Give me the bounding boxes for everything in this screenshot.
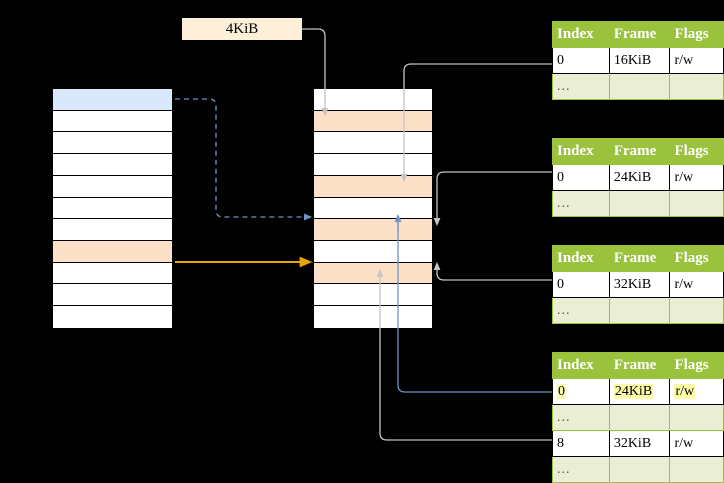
column-header-flags: Flags: [669, 352, 724, 379]
middle-memory-column-cell: [314, 110, 432, 133]
column-header-flags: Flags: [669, 138, 724, 165]
cell-frame: 24KiB: [608, 164, 671, 191]
offset-label-4kib: 4KiB: [182, 18, 302, 40]
left-memory-column-cell: [53, 89, 172, 111]
middle-memory-column-cell: [314, 306, 432, 328]
left-memory-column: [52, 88, 173, 329]
cell-flags: r/w: [669, 430, 724, 457]
middle-memory-column-cell: [314, 175, 432, 198]
cell-index: ...: [552, 190, 610, 217]
cell-frame: 24KiB: [608, 378, 671, 405]
cell-index: 0: [552, 378, 610, 405]
middle-memory-column-cell: [314, 89, 432, 111]
column-header-frame: Frame: [608, 352, 671, 379]
cell-index: 0: [552, 47, 610, 74]
cell-frame: 32KiB: [608, 271, 671, 298]
column-header-frame: Frame: [608, 21, 671, 48]
table-row-ellipsis: ...: [552, 404, 724, 431]
cell-flags: r/w: [669, 47, 724, 74]
cell-frame: [608, 297, 671, 324]
cell-flags: [669, 190, 724, 217]
middle-memory-column-cell: [314, 197, 432, 220]
left-memory-column-cell: [53, 306, 172, 328]
left-memory-column-cell: [53, 197, 172, 220]
left-memory-column-cell: [53, 241, 172, 263]
middle-memory-column-cell: [314, 241, 432, 263]
cell-flags: r/w: [669, 378, 724, 405]
column-header-index: Index: [552, 352, 610, 379]
middle-memory-column-cell: [314, 154, 432, 176]
column-header-frame: Frame: [608, 138, 671, 165]
cell-index: ...: [552, 456, 610, 483]
column-header-index: Index: [552, 21, 610, 48]
left-memory-column-cell: [53, 262, 172, 285]
cell-frame: [608, 404, 671, 431]
column-header-index: Index: [552, 245, 610, 272]
left-memory-column-cell: [53, 219, 172, 242]
left-memory-column-cell: [53, 284, 172, 307]
cell-flags: r/w: [669, 164, 724, 191]
cell-flags: r/w: [669, 271, 724, 298]
middle-memory-column-cell: [314, 262, 432, 285]
middle-memory-column-cell: [314, 284, 432, 307]
left-memory-column-cell: [53, 110, 172, 133]
cell-flags: [669, 404, 724, 431]
table-row-ellipsis: ...: [552, 297, 724, 324]
left-memory-column-cell: [53, 132, 172, 155]
left-memory-column-cell: [53, 154, 172, 176]
cell-frame: [608, 190, 671, 217]
column-header-frame: Frame: [608, 245, 671, 272]
cell-index: ...: [552, 73, 610, 100]
cell-index: ...: [552, 297, 610, 324]
cell-index: 8: [552, 430, 610, 457]
column-header-index: Index: [552, 138, 610, 165]
cell-frame: 16KiB: [608, 47, 671, 74]
cell-index: ...: [552, 404, 610, 431]
table-row-ellipsis: ...: [552, 190, 724, 217]
cell-flags: [669, 297, 724, 324]
cell-flags: [669, 73, 724, 100]
left-memory-column-cell: [53, 175, 172, 198]
cell-frame: [608, 456, 671, 483]
middle-memory-column-cell: [314, 132, 432, 155]
column-header-flags: Flags: [669, 245, 724, 272]
cell-index: 0: [552, 164, 610, 191]
cell-flags: [669, 456, 724, 483]
table-row-ellipsis: ...: [552, 73, 724, 100]
cell-frame: [608, 73, 671, 100]
middle-memory-column-cell: [314, 219, 432, 242]
cell-index: 0: [552, 271, 610, 298]
cell-frame: 32KiB: [608, 430, 671, 457]
table-row-ellipsis: ...: [552, 456, 724, 483]
middle-memory-column: [313, 88, 433, 329]
column-header-flags: Flags: [669, 21, 724, 48]
